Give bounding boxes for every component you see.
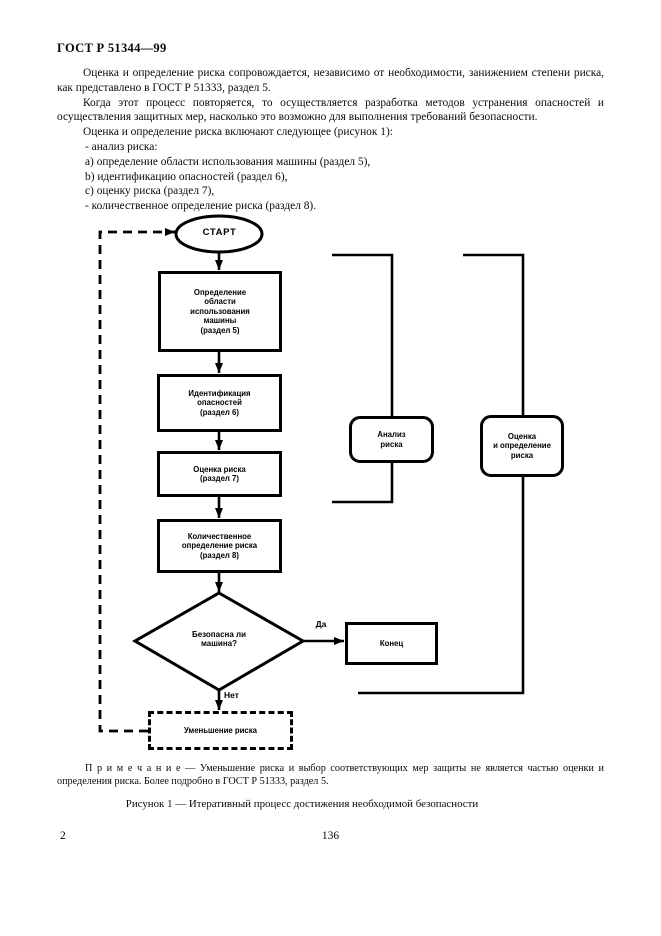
figure-caption: Рисунок 1 — Итеративный процесс достижен…	[125, 798, 479, 810]
process-box-hazard-id: Идентификация опасностей (раздел 6)	[157, 374, 282, 432]
list-item: c) оценку риска (раздел 7),	[85, 185, 215, 198]
page-header: ГОСТ Р 51344—99	[57, 41, 167, 55]
list-item: - анализ риска:	[85, 140, 158, 153]
decision-diamond	[132, 591, 306, 692]
risk-reduction-box: Уменьшение риска	[148, 711, 293, 750]
paragraph: Оценка и определение риска сопровождаетс…	[57, 67, 604, 94]
paragraph: Оценка и определение риска включают след…	[83, 126, 393, 139]
analysis-bracket	[332, 253, 394, 504]
page-number-center: 136	[321, 830, 340, 842]
body-text: Оценка и определение риска сопровождаетс…	[57, 66, 604, 214]
list-item: - количественное определение риска (разд…	[85, 200, 317, 213]
decision-label: Безопасна ли машина?	[191, 630, 247, 649]
process-box-risk-evaluation: Оценка риска (раздел 7)	[157, 451, 282, 497]
assessment-bracket-box: Оценка и определение риска	[480, 415, 564, 477]
analysis-bracket-box: Анализ риска	[349, 416, 434, 463]
end-box: Конец	[345, 622, 438, 665]
paragraph: Когда этот процесс повторяется, то осуще…	[57, 96, 604, 124]
risk-list: - анализ риска: a) определение области и…	[57, 140, 604, 214]
note: П р и м е ч а н и е — Уменьшение риска и…	[57, 763, 604, 788]
feedback-loop	[98, 228, 175, 733]
start-terminal: СТАРТ	[202, 227, 237, 238]
yes-label: Да	[315, 619, 327, 629]
process-box-risk-quantification: Количественное определение риска (раздел…	[157, 519, 282, 573]
list-item: a) определение области использования маш…	[85, 155, 371, 168]
process-box-scope: Определение области использования машины…	[158, 271, 282, 352]
page-number-left: 2	[60, 830, 66, 842]
list-item: b) идентификацию опасностей (раздел 6),	[85, 170, 288, 183]
no-label: Нет	[224, 690, 239, 700]
